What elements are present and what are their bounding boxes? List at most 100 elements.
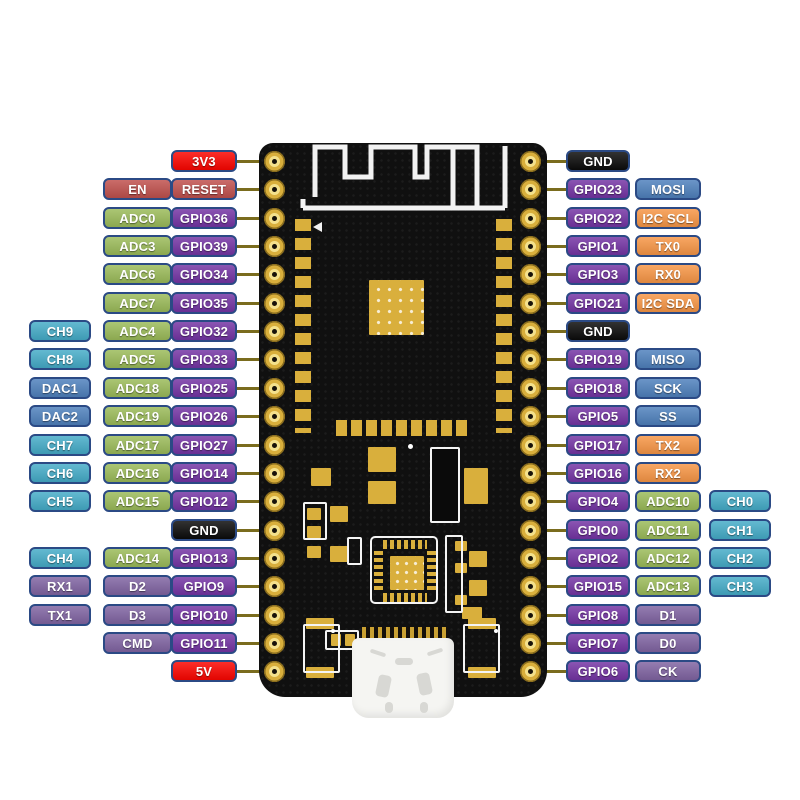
pin-wire-left (234, 358, 278, 361)
pin-label-adc10: ADC10 (635, 490, 701, 512)
pin-label-rx1: RX1 (29, 575, 91, 597)
pin-wire-left (234, 670, 278, 673)
chip-pads-left (374, 551, 383, 593)
through-hole (520, 208, 541, 229)
pin-label-gnd: GND (171, 519, 237, 541)
pin-wire-right (528, 302, 570, 305)
pin-label-gpio2: GPIO2 (566, 547, 630, 569)
pin-label-ch1: CH1 (709, 519, 771, 541)
pin-wire-left (234, 444, 278, 447)
pin-wire-left (234, 642, 278, 645)
component-outline (347, 537, 362, 565)
pin-wire-right (528, 642, 570, 645)
thermal-pad (369, 280, 424, 335)
through-hole (520, 633, 541, 654)
fiducial-dot (408, 444, 413, 449)
through-hole (264, 661, 285, 682)
pin-label-adc4: ADC4 (103, 320, 172, 342)
through-hole (520, 605, 541, 626)
pin-label-gpio9: GPIO9 (171, 575, 237, 597)
component-pad (464, 468, 488, 504)
pin-label-mosi: MOSI (635, 178, 701, 200)
button-outline-left (303, 624, 340, 673)
through-hole (264, 633, 285, 654)
pin-label-adc14: ADC14 (103, 547, 172, 569)
through-hole (264, 406, 285, 427)
through-hole (264, 463, 285, 484)
pin-label-ck: CK (635, 660, 701, 682)
pin-label-gpio1: GPIO1 (566, 235, 630, 257)
usb-detail (395, 658, 413, 665)
pin-label-d0: D0 (635, 632, 701, 654)
through-hole (520, 435, 541, 456)
pin-label-tx2: TX2 (635, 434, 701, 456)
pin-wire-left (234, 500, 278, 503)
pin-label-adc12: ADC12 (635, 547, 701, 569)
module-pads-bottom (336, 420, 468, 436)
pin-wire-right (528, 415, 570, 418)
through-hole (520, 491, 541, 512)
pin-label-rx2: RX2 (635, 462, 701, 484)
through-hole (264, 264, 285, 285)
pin-label-gpio33: GPIO33 (171, 348, 237, 370)
silkscreen-arrow-marker (313, 222, 322, 232)
pin-label-gpio26: GPIO26 (171, 405, 237, 427)
component-pad (468, 618, 496, 629)
component-pad (311, 468, 331, 486)
pin-label-rx0: RX0 (635, 263, 701, 285)
pin-label-gpio34: GPIO34 (171, 263, 237, 285)
component-outline (303, 502, 327, 540)
through-hole (520, 661, 541, 682)
pin-label-adc18: ADC18 (103, 377, 172, 399)
pin-label-gpio22: GPIO22 (566, 207, 630, 229)
pin-wire-left (234, 273, 278, 276)
pin-label-gpio18: GPIO18 (566, 377, 630, 399)
pin-label-i2c-sda: I2C SDA (635, 292, 701, 314)
pin-label-ch0: CH0 (709, 490, 771, 512)
component-pad (306, 618, 334, 629)
pin-label-ch9: CH9 (29, 320, 91, 342)
usb-detail (369, 648, 387, 658)
through-hole (520, 264, 541, 285)
module-pads-right (496, 219, 512, 433)
pin-label-gpio19: GPIO19 (566, 348, 630, 370)
component-pad (307, 508, 321, 520)
pin-wire-right (528, 188, 570, 191)
pin-label-gpio12: GPIO12 (171, 490, 237, 512)
pin-label-gpio35: GPIO35 (171, 292, 237, 314)
fiducial-dot (331, 629, 335, 633)
pin-wire-left (234, 387, 278, 390)
pin-wire-left (234, 415, 278, 418)
pin-label-tx0: TX0 (635, 235, 701, 257)
through-hole (520, 378, 541, 399)
usb-c-connector (352, 638, 454, 718)
component-pad (345, 634, 355, 646)
pin-label-gpio8: GPIO8 (566, 604, 630, 626)
pin-label-adc6: ADC6 (103, 263, 172, 285)
button-outline-right (463, 624, 500, 673)
pin-wire-right (528, 358, 570, 361)
through-hole (520, 236, 541, 257)
pin-wire-right (528, 160, 570, 163)
pin-wire-right (528, 472, 570, 475)
pin-wire-left (234, 160, 278, 163)
through-hole (264, 179, 285, 200)
pin-wire-right (528, 245, 570, 248)
pin-label-adc0: ADC0 (103, 207, 172, 229)
component-pad (330, 506, 348, 522)
pin-label-d2: D2 (103, 575, 172, 597)
through-hole (520, 349, 541, 370)
component-pad (307, 546, 321, 558)
fiducial-dot (494, 629, 498, 633)
pin-label-gpio39: GPIO39 (171, 235, 237, 257)
through-hole (264, 293, 285, 314)
chip-outline (370, 536, 438, 604)
pin-label-5v: 5V (171, 660, 237, 682)
component-pad (469, 551, 487, 567)
pin-label-gpio11: GPIO11 (171, 632, 237, 654)
through-hole (264, 491, 285, 512)
pin-label-gpio15: GPIO15 (566, 575, 630, 597)
pin-label-gnd: GND (566, 150, 630, 172)
pin-label-adc3: ADC3 (103, 235, 172, 257)
through-hole (264, 321, 285, 342)
